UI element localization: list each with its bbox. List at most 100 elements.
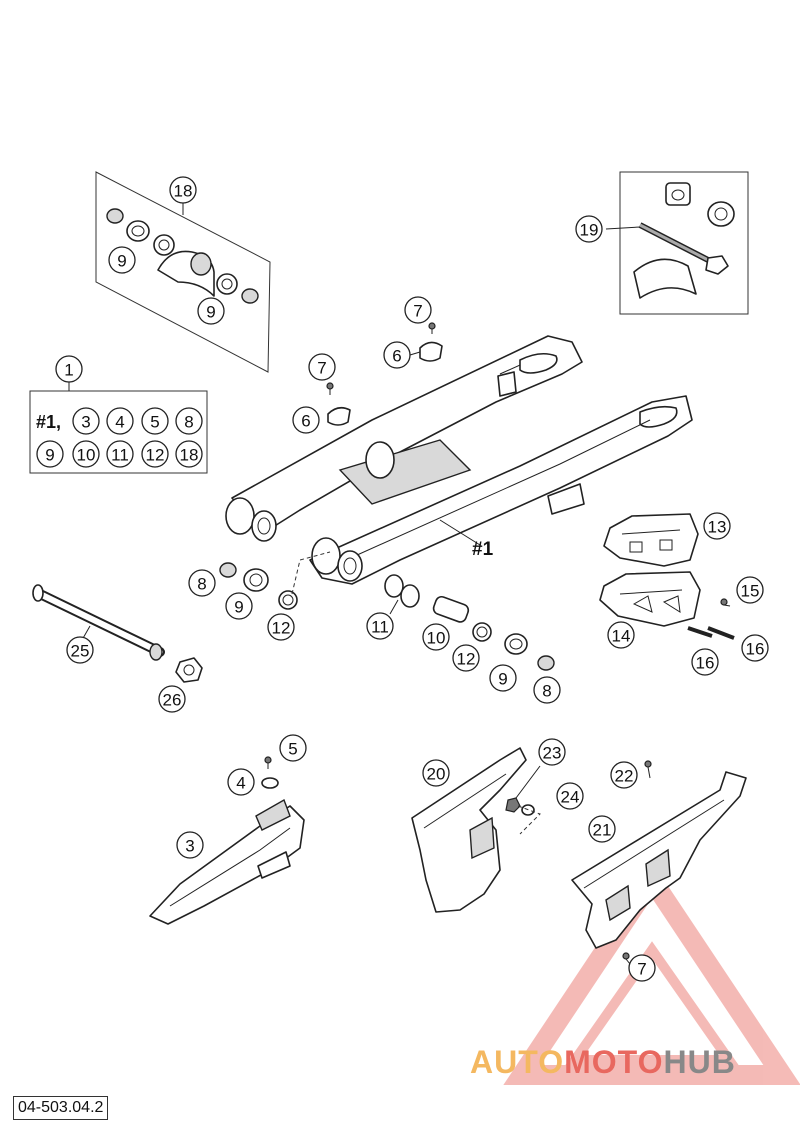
callout-c7a: 7 [404,296,432,324]
watermark-part-moto: MOTO [564,1044,664,1080]
callout-c9b: 9 [197,297,225,325]
callout-number: 9 [498,670,507,689]
kit-item: 9 [36,440,64,468]
kit-item-circle [72,440,100,468]
clip-6-upper [409,341,443,362]
kit-item-number: 8 [184,413,193,432]
callout-number: 7 [637,960,646,979]
kit-item-number: 9 [45,446,54,465]
kit-item-number: 12 [146,446,165,465]
kit-item-circle [141,407,169,435]
kit-item-number: 18 [180,446,199,465]
callout-circle [366,612,394,640]
callout-circle [267,613,295,641]
callout-c9a: 9 [108,246,136,274]
screw-7-lower [326,382,334,395]
callout-number: 23 [543,744,562,763]
callout-c25: 25 [66,636,94,664]
kit-item-circle [106,407,134,435]
callout-number: 12 [272,619,291,638]
chain-guard-20 [411,747,527,913]
kit-item-circle [36,440,64,468]
callout-c16b: 16 [741,634,769,662]
nut-23 [505,765,541,813]
callout-circle [610,761,638,789]
kit-item-circle [175,440,203,468]
callout-c14: 14 [607,621,635,649]
callout-number: 1 [64,361,73,380]
kit-item: 12 [141,440,169,468]
callout-c16a: 16 [691,648,719,676]
callout-c19: 19 [575,215,603,243]
callout-number: 21 [593,821,612,840]
callout-number: 16 [696,654,715,673]
kit-item: 10 [72,440,100,468]
main-part-label: #1 [472,539,494,560]
callout-circle [452,644,480,672]
callout-number: 12 [457,650,476,669]
clip-6-lower [327,406,351,426]
callout-c23: 23 [538,738,566,766]
callout-circle [533,676,561,704]
callout-number: 9 [206,303,215,322]
callout-circle [292,406,320,434]
callout-number: 6 [301,412,310,431]
kit-item: 3 [72,407,100,435]
callout-circle [55,355,83,383]
callout-circle [422,623,450,651]
callout-circle [691,648,719,676]
kit-item-circle [106,440,134,468]
callout-circle [404,296,432,324]
kit-item-number: 11 [111,446,129,465]
callout-c10: 10 [422,623,450,651]
callout-c7c: 7 [628,954,656,982]
callout-c22: 22 [610,761,638,789]
callout-circle [575,215,603,243]
watermark-text: AUTOMOTOHUB [470,1044,736,1081]
axle-nut-26 [175,657,203,683]
washer-24 [517,804,541,835]
callout-circle [383,341,411,369]
callout-c13: 13 [703,512,731,540]
diagram-code-label: 04-503.04.2 [13,1096,109,1120]
watermark-part-auto: AUTO [470,1044,565,1080]
callout-circle [489,664,517,692]
callout-c7b: 7 [308,353,336,381]
callout-c6a: 6 [383,341,411,369]
callout-circle [308,353,336,381]
swingarm-guard-21 [571,771,747,949]
callout-c20: 20 [422,759,450,787]
callout-c4: 4 [227,768,255,796]
callout-circle [279,734,307,762]
callout-number: 8 [542,682,551,701]
callout-number: 15 [741,582,760,601]
callout-number: 10 [427,629,446,648]
swingarm-axle-25 [32,584,165,661]
callout-c18: 18 [169,176,197,204]
screw-7-guard [622,952,631,965]
callout-number: 5 [288,740,297,759]
kit-item-circle [72,407,100,435]
callout-c21: 21 [588,815,616,843]
callout-circle [169,176,197,204]
callout-circle [225,592,253,620]
kit-item-number: 4 [115,413,124,432]
callout-number: 8 [197,575,206,594]
screw-5 [264,756,272,769]
kit-item: 5 [141,407,169,435]
callout-circle [741,634,769,662]
callout-circle [607,621,635,649]
callout-c8b: 8 [533,676,561,704]
washer-4 [261,777,279,789]
callout-circle [66,636,94,664]
kit-item: 18 [175,440,203,468]
swingarm [225,335,693,585]
callout-c8a: 8 [188,569,216,597]
chain-guide-13 [603,513,699,567]
callout-c15: 15 [736,576,764,604]
callout-c9d: 9 [489,664,517,692]
callout-circle [736,576,764,604]
pivot-kit-19-box [605,171,749,315]
callout-number: 4 [236,774,245,793]
